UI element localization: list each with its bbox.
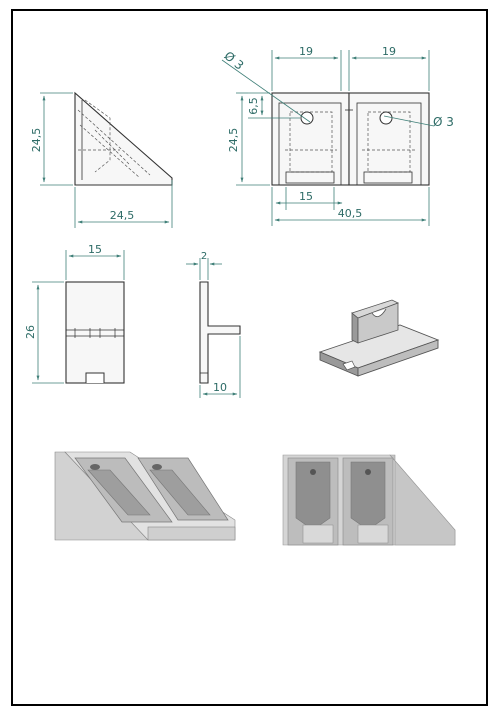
side-view-outline [74, 91, 173, 186]
front-right-width-label: 19 [382, 45, 396, 58]
front-height-label: 24,5 [227, 128, 240, 153]
iso-right-hole-1 [310, 469, 316, 475]
front-left-hole [300, 111, 314, 125]
hole-right-diameter-label: Ø 3 [433, 115, 454, 129]
plate-height-label: 26 [24, 325, 37, 339]
hole-right-leader [383, 115, 435, 127]
plate-view: 15 26 [24, 243, 125, 384]
iso-plate-slot [342, 360, 356, 371]
side-view-hidden-lines [77, 99, 151, 179]
iso-fin-face [357, 302, 399, 344]
iso-left-rib-1 [87, 469, 151, 516]
iso-plate-front-face [357, 339, 439, 377]
profile-outline [199, 281, 241, 384]
plate-width-label: 15 [88, 243, 102, 256]
profile-view: 2 10 [186, 251, 241, 398]
side-height-label: 24,5 [30, 128, 43, 153]
sheet-frame [11, 9, 488, 706]
iso-right-foot-1 [302, 524, 334, 544]
front-right-body [348, 92, 430, 186]
iso-left-hole-1 [90, 464, 100, 470]
iso-bracket-render-right [282, 454, 456, 546]
iso-right-foot-2 [357, 524, 389, 544]
front-right-foot [363, 171, 413, 184]
front-right-pocket [356, 102, 422, 186]
iso-left-foot [147, 526, 236, 541]
front-left-body [271, 92, 350, 186]
iso-left-hole-2 [152, 464, 162, 470]
plate-notch [85, 372, 105, 383]
front-left-foot [285, 171, 335, 184]
hole-left-leader [221, 59, 311, 123]
front-inner-width-label: 15 [299, 190, 313, 203]
front-left-width-label: 19 [299, 45, 313, 58]
front-right-hole [379, 111, 393, 125]
hole-offset-label: 6,5 [247, 97, 260, 115]
side-width-label: 24,5 [110, 209, 135, 222]
front-total-width-label: 40,5 [338, 207, 363, 220]
iso-plate-render [318, 299, 440, 377]
profile-thickness-label: 2 [201, 251, 207, 262]
profile-length-label: 10 [213, 381, 227, 394]
iso-bracket-render-left [54, 451, 236, 541]
plate-outline [65, 281, 125, 384]
iso-fin-notch [371, 308, 387, 318]
iso-right-hole-2 [365, 469, 371, 475]
front-view: 19 19 Ø 3 Ø 3 6,5 24,5 15 40,5 [221, 45, 454, 226]
iso-left-rib-2 [149, 469, 211, 516]
iso-right-slope [389, 454, 456, 546]
front-left-pocket [278, 102, 342, 186]
side-view: 24,5 24,5 [30, 91, 173, 228]
hole-left-diameter-label: Ø 3 [221, 49, 246, 73]
